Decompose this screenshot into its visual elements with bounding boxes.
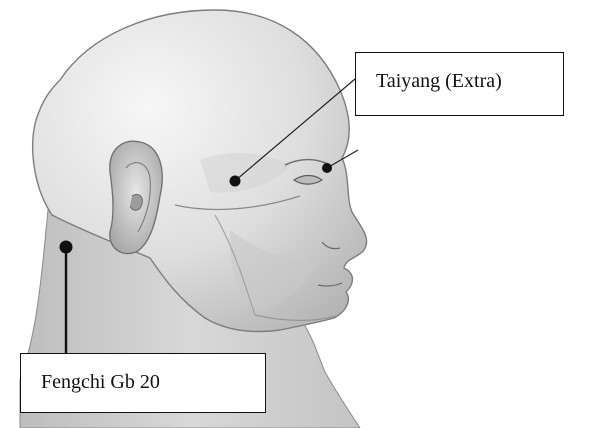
fengchi-point-marker bbox=[60, 241, 73, 254]
fengchi-label: Fengchi Gb 20 bbox=[41, 371, 160, 393]
taiyang-label-box: Taiyang (Extra) bbox=[355, 52, 564, 116]
taiyang-point-marker bbox=[230, 176, 241, 187]
eye-point-marker bbox=[322, 163, 332, 173]
fengchi-label-box: Fengchi Gb 20 bbox=[20, 353, 266, 413]
ear-canal bbox=[130, 194, 142, 210]
taiyang-label: Taiyang (Extra) bbox=[376, 70, 502, 92]
